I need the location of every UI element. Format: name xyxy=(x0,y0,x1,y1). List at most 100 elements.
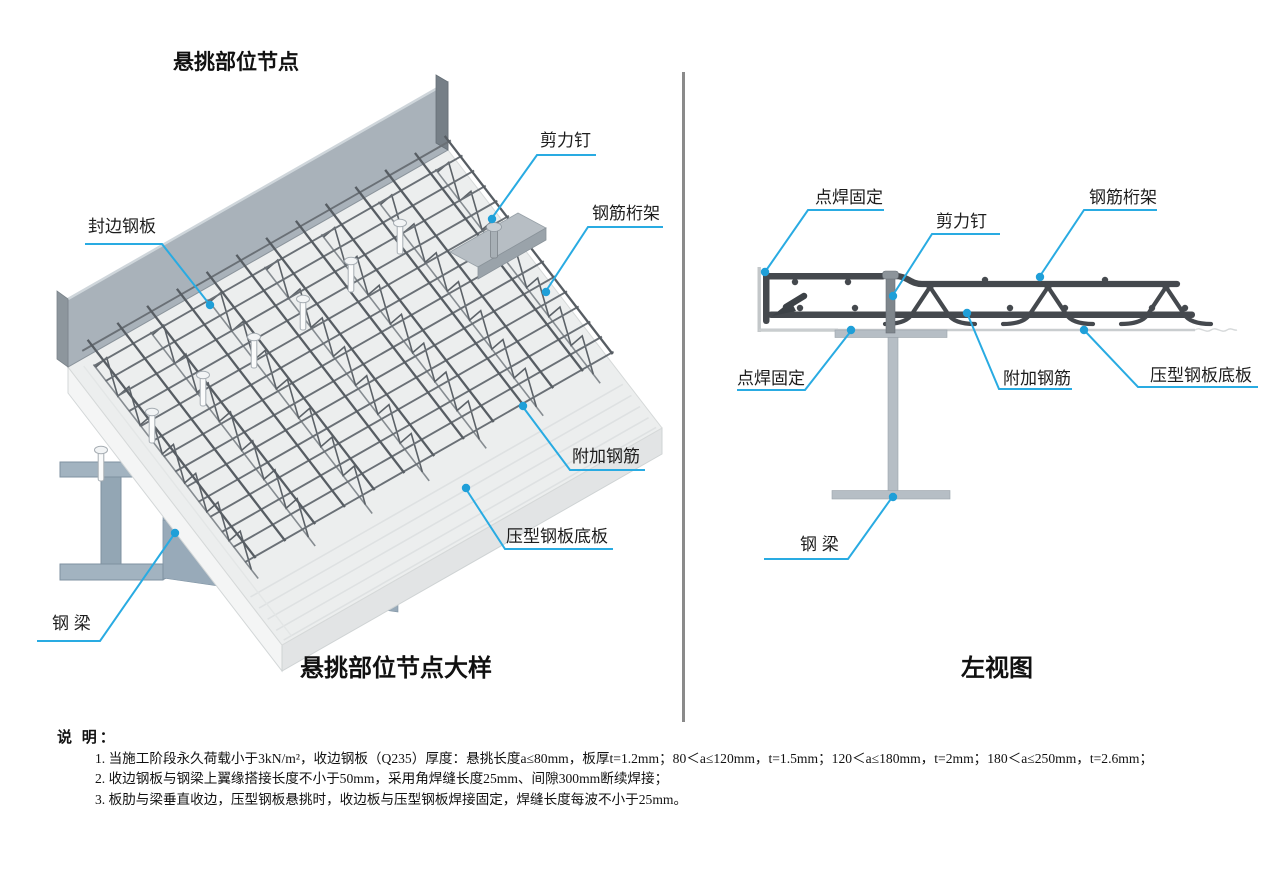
dot xyxy=(170,528,180,538)
dot xyxy=(888,291,898,301)
shear-stud-cap xyxy=(196,370,210,380)
shear-stud-stem xyxy=(347,261,355,293)
top-chord-line xyxy=(146,305,317,525)
top-chord-line xyxy=(324,203,495,423)
shear-stud-cap xyxy=(145,407,159,417)
cross-bar-dot xyxy=(1006,304,1014,312)
deck-break-line xyxy=(1194,328,1238,332)
label-deck-base-right: 压型钢板底板 xyxy=(1150,366,1252,385)
top-chord-line xyxy=(205,271,376,491)
shear-stud-cap xyxy=(393,218,407,228)
label-deck-base: 压型钢板底板 xyxy=(506,527,608,546)
truss-mesh-3d xyxy=(81,135,615,580)
beam-web xyxy=(100,476,122,565)
truss-peak xyxy=(1044,283,1052,291)
left-view-caption: 悬挑部位节点大样 xyxy=(300,654,492,682)
deck-rib-line xyxy=(275,416,649,632)
leader-deck-base-right xyxy=(1083,329,1258,388)
shear-stud-stem xyxy=(885,273,896,334)
deck-ribs xyxy=(83,365,657,641)
note-item-3: 3. 板肋与梁垂直收边，压型钢板悬挑时，收边板与压型钢板焊接固定，焊缝长度每波不… xyxy=(95,791,688,807)
cross-bar-dot xyxy=(851,304,859,312)
callouts xyxy=(37,154,1258,642)
deck-rib-line xyxy=(258,394,632,609)
steel-beam-side xyxy=(831,329,951,500)
truss-web xyxy=(1118,283,1214,327)
top-chord-line xyxy=(86,339,257,559)
edge-plate-3d xyxy=(56,74,449,368)
leader-edge-plate xyxy=(85,243,211,306)
right-view-caption: 左视图 xyxy=(961,655,1033,682)
page-title: 悬挑部位节点 xyxy=(173,50,299,74)
beam-web xyxy=(887,337,899,492)
cross-bar-dot xyxy=(981,276,989,284)
dot xyxy=(888,492,898,502)
cross-bar-dot xyxy=(1101,276,1109,284)
label-rebar-truss: 钢筋桁架 xyxy=(592,204,660,223)
label-additional-rebar-right: 附加钢筋 xyxy=(1003,369,1071,388)
beam-bottom-flange xyxy=(59,563,164,581)
shear-stud-stem xyxy=(97,450,105,482)
leader-steel-beam-right xyxy=(764,495,894,560)
edge-rebar-vertical xyxy=(763,271,770,324)
top-chord-line xyxy=(116,322,287,542)
shear-stud-cap xyxy=(94,445,108,455)
leader-shear-stud xyxy=(491,154,596,219)
edge-plate-inner-face xyxy=(435,74,449,151)
deck-rib-line xyxy=(250,383,624,598)
dot xyxy=(461,483,471,493)
callout-labels: 封边钢板 剪力钉 钢筋桁架 附加钢筋 压型钢板底板 钢 梁 点焊固定 剪力钉 钢… xyxy=(52,131,1252,633)
label-spot-weld-top: 点焊固定 xyxy=(815,188,883,207)
label-additional-rebar: 附加钢筋 xyxy=(572,447,640,466)
shear-stud-cap xyxy=(247,332,261,342)
corner-stud-assembly xyxy=(449,212,547,280)
leader-spot-weld-bottom xyxy=(737,330,852,391)
edge-plate-vertical xyxy=(757,267,761,332)
dot xyxy=(1035,272,1045,282)
label-steel-beam-right: 钢 梁 xyxy=(800,535,839,554)
shear-stud-stem xyxy=(396,223,404,255)
dot xyxy=(846,325,856,335)
cross-bar-dot xyxy=(796,304,804,312)
truss-peak xyxy=(1162,283,1170,291)
hook-arrowhead xyxy=(772,301,796,316)
leader-shear-stud-right xyxy=(892,233,1000,296)
label-shear-stud: 剪力钉 xyxy=(540,131,591,150)
shear-stud-cap xyxy=(882,270,899,280)
rebar-side xyxy=(763,270,1214,334)
truss-web xyxy=(882,283,978,327)
shear-stud-stem xyxy=(299,299,307,331)
dot xyxy=(760,267,770,277)
dot xyxy=(205,300,215,310)
label-rebar-truss-right: 钢筋桁架 xyxy=(1089,188,1157,207)
deck-rib-line xyxy=(267,405,641,620)
notes-heading: 说 明： xyxy=(57,730,118,746)
truss-peak xyxy=(926,283,934,291)
cross-bar-dot xyxy=(844,278,852,286)
edge-plate-top-edge xyxy=(67,80,449,301)
steel-beam-end-face xyxy=(59,461,164,581)
leader-spot-weld-top xyxy=(764,209,884,273)
leader-deck-base xyxy=(465,488,613,550)
leader-steel-beam xyxy=(37,532,176,642)
dot xyxy=(487,214,497,224)
top-chord-line xyxy=(294,220,465,440)
dot xyxy=(962,308,972,318)
label-edge-plate: 封边钢板 xyxy=(88,217,156,236)
deck-rib-line xyxy=(83,365,292,637)
dot xyxy=(541,287,551,297)
cross-bar-dot xyxy=(791,278,799,286)
label-shear-stud-right: 剪力钉 xyxy=(936,212,987,231)
top-chord-line xyxy=(384,169,555,389)
leader-additional-rebar-right xyxy=(966,312,1072,390)
corner-platform-face xyxy=(477,227,547,280)
top-chord-left xyxy=(766,273,886,280)
top-chord-line xyxy=(265,237,436,457)
shear-stud-cap xyxy=(344,256,358,266)
leader-rebar-truss xyxy=(545,226,663,292)
leader-additional-rebar xyxy=(522,406,645,471)
shear-stud-gray-cap xyxy=(486,222,502,232)
truss-web xyxy=(1000,283,1096,327)
side-view xyxy=(757,267,1238,500)
